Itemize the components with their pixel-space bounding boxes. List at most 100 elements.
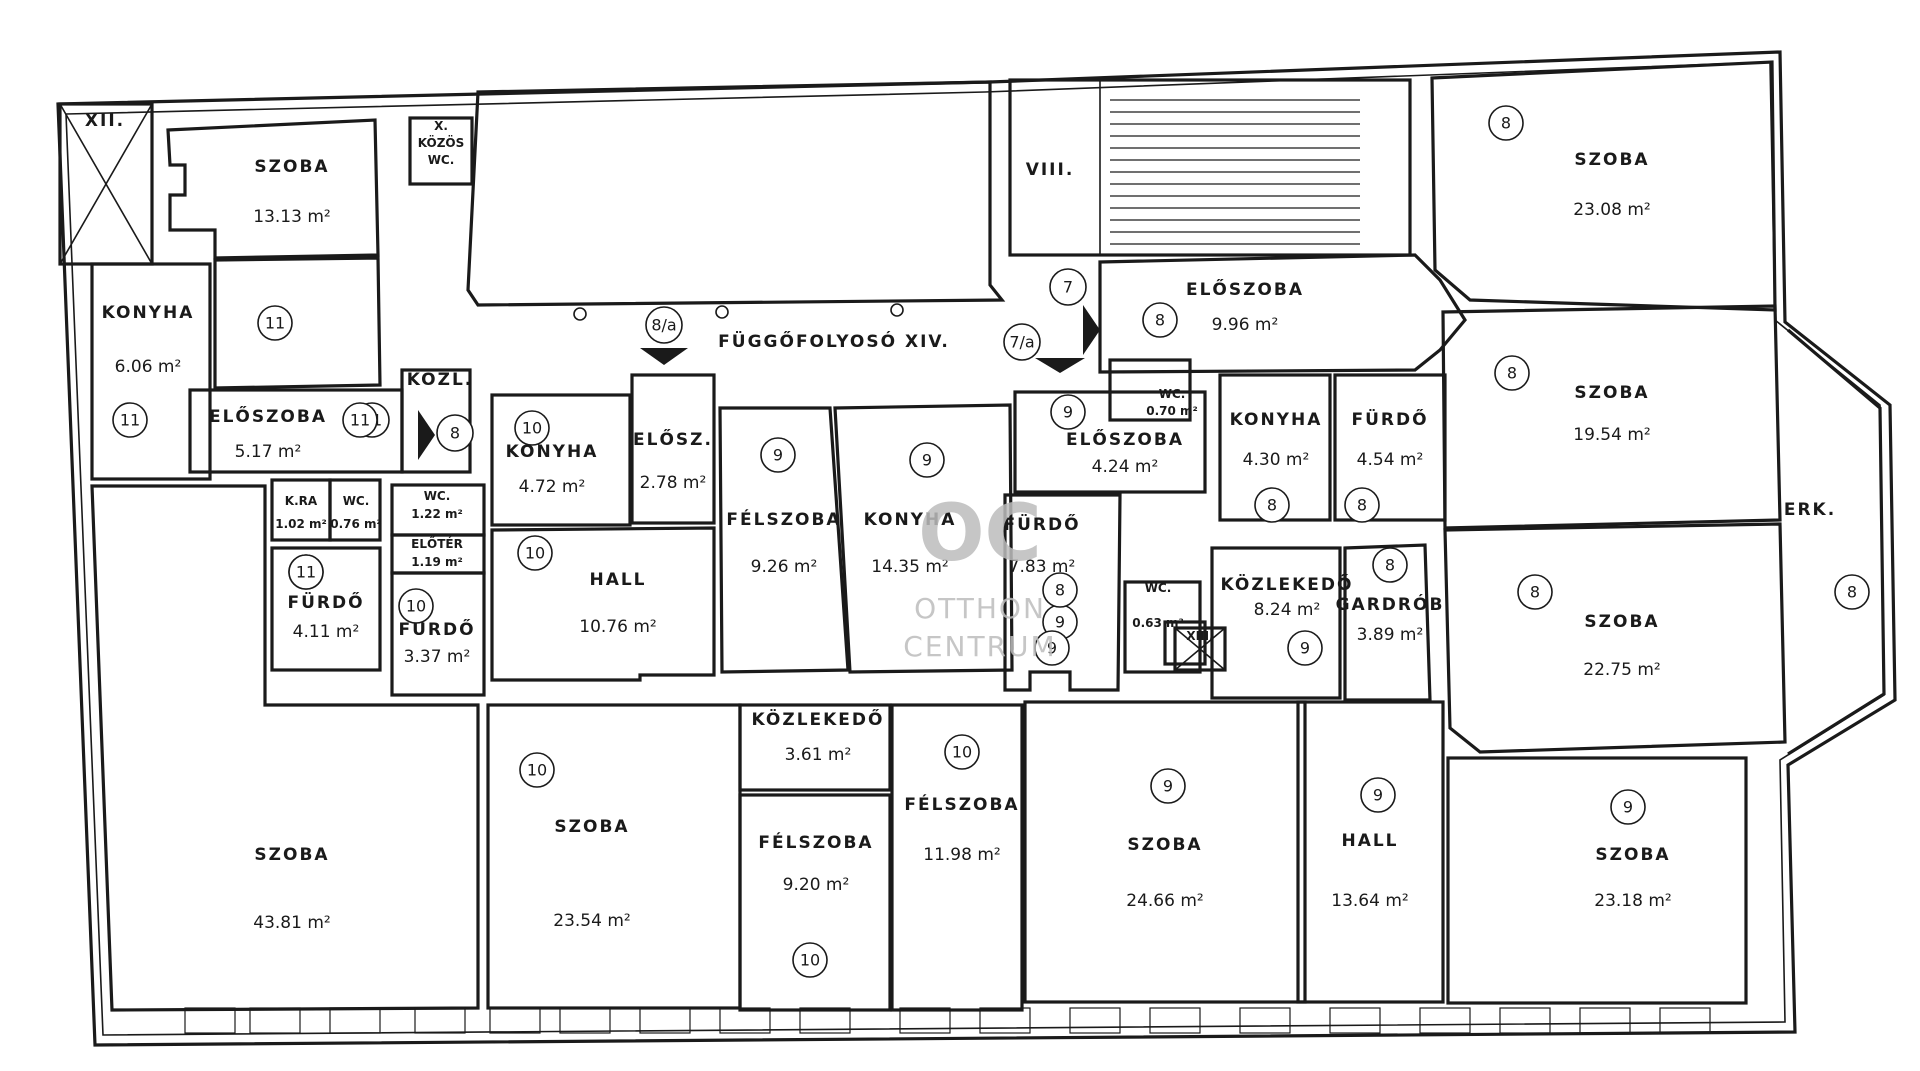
window <box>799 1007 851 1034</box>
window <box>899 1007 951 1034</box>
szoba-9a-name: SZOBA <box>1127 835 1202 855</box>
unit-marker-circle <box>1050 394 1086 430</box>
watermark: OC OTTHON CENTRUM <box>903 489 1056 663</box>
hall-9-name: HALL <box>1341 831 1398 851</box>
szoba-11-top-name: SZOBA <box>254 157 329 177</box>
window <box>719 1007 771 1034</box>
eloter-10-area: 1.19 m² <box>411 555 463 569</box>
entrance-arrows: 8/a 7/a 7 8 <box>418 268 1100 460</box>
unit-marker-circle <box>112 402 148 438</box>
szoba-8c-name: SZOBA <box>1584 612 1659 632</box>
unit-marker-number: 10 <box>406 597 426 616</box>
window <box>1239 1007 1291 1034</box>
wc-11-name: WC. <box>343 494 370 508</box>
column-marker <box>890 303 904 317</box>
kozlekedo-10-area: 3.61 m² <box>785 745 852 765</box>
hall-10-name: HALL <box>589 570 646 590</box>
konyha-11-name: KONYHA <box>102 303 195 323</box>
window <box>1659 1007 1711 1034</box>
entrance-8w-arrow <box>418 410 435 460</box>
kozlekedo-10-name: KÖZLEKEDŐ <box>752 708 885 730</box>
unit-marker-circle <box>1488 105 1524 141</box>
unit-marker-number: 8 <box>1155 311 1165 330</box>
kozlekedo-9-name: KÖZLEKEDŐ <box>1221 573 1354 595</box>
szoba-8c-area: 22.75 m² <box>1583 660 1660 680</box>
gardrob-8-name: GARDRÓB <box>1336 593 1445 615</box>
eloszoba-8-area: 9.96 m² <box>1212 315 1279 335</box>
konyha-10-name: KONYHA <box>506 442 599 462</box>
unit-marker-number: 9 <box>1063 403 1073 422</box>
unit-marker-circle <box>398 588 434 624</box>
unit-9 <box>718 358 1748 1005</box>
kozl-name: KÖZL. <box>407 368 473 390</box>
unit-marker-circle <box>1494 355 1530 391</box>
szoba-8b-area: 19.54 m² <box>1573 425 1650 445</box>
unit-marker-number: 9 <box>773 446 783 465</box>
konyha-8-area: 4.30 m² <box>1243 450 1310 470</box>
erker-label: ERK. <box>1784 500 1836 520</box>
svg-text:KÖZÖS: KÖZÖS <box>418 135 465 150</box>
unit-marker-number: 8 <box>1385 556 1395 575</box>
unit-marker-number: 11 <box>265 314 285 333</box>
unit-marker-number: 9 <box>922 451 932 470</box>
unit-marker-number: 8 <box>1055 581 1065 600</box>
konyha-10-area: 4.72 m² <box>519 477 586 497</box>
szoba-8b-name: SZOBA <box>1574 383 1649 403</box>
konyha-9-name: KONYHA <box>864 510 957 530</box>
unit-markers: 1111111111111010101010109999999998888888… <box>112 105 1870 978</box>
furdo-9-area: 7.83 m² <box>1009 557 1076 577</box>
shaft-xiii-label: XIII. <box>1186 629 1213 643</box>
unit-marker-number: 10 <box>800 951 820 970</box>
unit-marker-number: 10 <box>952 743 972 762</box>
unit-marker-number: 9 <box>1300 639 1310 658</box>
unit-marker-number: 10 <box>527 761 547 780</box>
felszoba-9-name: FÉLSZOBA <box>726 508 841 530</box>
szoba-11-big-name: SZOBA <box>254 845 329 865</box>
window <box>184 1007 236 1034</box>
entrance-7-arrow <box>1083 305 1100 355</box>
unit-marker-circle <box>1042 572 1078 608</box>
watermark-line2: CENTRUM <box>903 630 1056 663</box>
furdo-11-name: FÜRDŐ <box>287 591 364 613</box>
unit-marker-circle <box>288 554 324 590</box>
unit-marker-circle <box>944 734 980 770</box>
unit-marker-circle <box>1360 777 1396 813</box>
elosz-10-area: 2.78 m² <box>640 473 707 493</box>
shared-wc-x-label: X. <box>434 119 448 133</box>
unit-marker-number: 9 <box>1163 777 1173 796</box>
szoba-9b-name: SZOBA <box>1595 845 1670 865</box>
shared-wc: X. KÖZÖS WC. <box>408 116 474 186</box>
unit-marker-circle <box>1610 789 1646 825</box>
unit-marker-circle <box>760 437 796 473</box>
elosz-10-name: ELŐSZ. <box>633 428 713 450</box>
unit-10 <box>390 373 1024 1012</box>
staircase-viii: VIII. <box>1008 78 1412 257</box>
hall-10-area: 10.76 m² <box>579 617 656 637</box>
window <box>1419 1007 1471 1034</box>
unit-marker-circle <box>1034 630 1070 666</box>
window <box>329 1007 381 1034</box>
wc-10-name: WC. <box>424 489 451 503</box>
entrance-8a-arrow <box>640 348 688 365</box>
szoba-11-big-area: 43.81 m² <box>253 913 330 933</box>
hall-9-area: 13.64 m² <box>1331 891 1408 911</box>
eloszoba-11-name: ELŐSZOBA <box>209 405 327 427</box>
entrance-7a-label: 7/a <box>1009 333 1034 352</box>
windows <box>184 1007 1711 1034</box>
wc-9a-area: 0.70 m² <box>1146 404 1198 418</box>
felszoba-10a-name: FÉLSZOBA <box>758 831 873 853</box>
column-marker <box>573 307 587 321</box>
unit-marker-number: 8 <box>1357 496 1367 515</box>
unit-marker-number: 8 <box>1267 496 1277 515</box>
wc-11-area: 0.76 m² <box>330 517 382 531</box>
corridor-label: FÜGGŐFOLYOSÓ XIV. <box>718 330 950 352</box>
unit-marker-circle <box>792 942 828 978</box>
svg-text:WC.: WC. <box>428 153 455 167</box>
unit-marker-circle <box>519 752 555 788</box>
kozlekedo-9-area: 8.24 m² <box>1254 600 1321 620</box>
window <box>414 1007 466 1034</box>
entrance-8w-label: 8 <box>450 424 460 443</box>
unit-marker-number: 11 <box>120 411 140 430</box>
unit-marker-number: 9 <box>1055 613 1065 632</box>
unit-11 <box>90 118 480 1012</box>
